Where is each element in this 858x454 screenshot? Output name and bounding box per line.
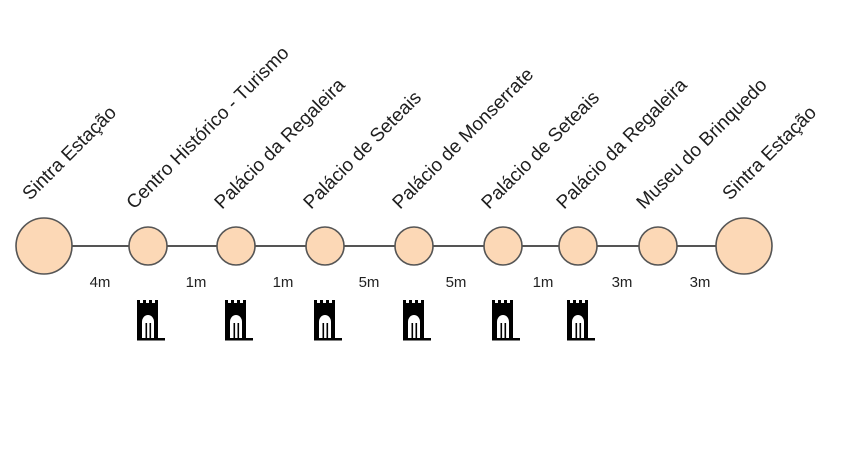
stop-circle (15, 217, 73, 275)
stop-circle (394, 226, 434, 266)
monument-icons-layer (137, 300, 595, 341)
stop-circle (305, 226, 345, 266)
segment-time: 5m (359, 274, 380, 291)
stop-circle (483, 226, 523, 266)
segment-time: 1m (273, 274, 294, 291)
segment-time: 3m (690, 274, 711, 291)
segment-time: 5m (446, 274, 467, 291)
castle-tower-icon (314, 300, 342, 341)
segment-time: 1m (533, 274, 554, 291)
stop-label: Museu do Brinquedo (633, 75, 772, 214)
stop-circle (128, 226, 168, 266)
castle-tower-icon (225, 300, 253, 341)
stop-circle (558, 226, 598, 266)
segment-times-layer: 4m 1m 1m 5m 5m 1m 3m 3m (90, 274, 711, 291)
stop-circle (638, 226, 678, 266)
castle-tower-icon (492, 300, 520, 341)
stop-label: Palácio de Monserrate (389, 64, 538, 213)
stop-label: Palácio da Regaleira (553, 74, 692, 213)
stop-circle (715, 217, 773, 275)
segment-time: 4m (90, 274, 111, 291)
stop-label: Sintra Estação (19, 102, 121, 204)
stop-label: Centro Histórico - Turismo (123, 43, 294, 214)
castle-tower-icon (137, 300, 165, 341)
stop-circle (216, 226, 256, 266)
segment-time: 1m (186, 274, 207, 291)
stop: Sintra Estação (15, 102, 121, 275)
segment-time: 3m (612, 274, 633, 291)
castle-tower-icon (403, 300, 431, 341)
castle-tower-icon (567, 300, 595, 341)
